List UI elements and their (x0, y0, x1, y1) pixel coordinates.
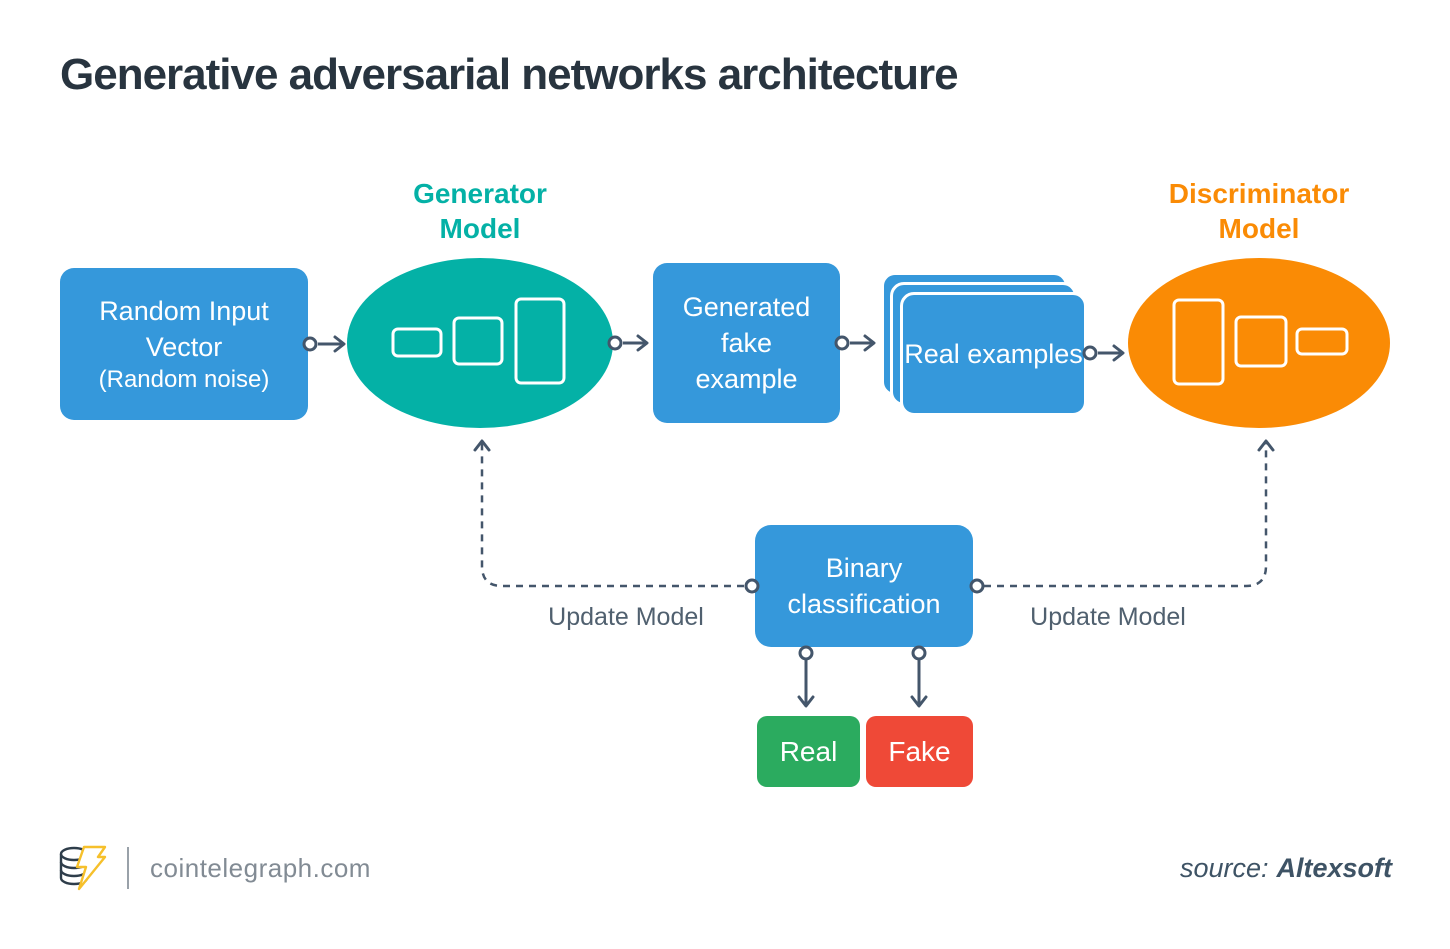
generator-ellipse (347, 258, 613, 428)
source-prefix: source: (1179, 853, 1269, 883)
discriminator-ellipse (1128, 258, 1390, 428)
dot-generator-output (607, 335, 623, 351)
generator-layer-small-rect (391, 327, 443, 358)
discriminator-layer-large-rect (1172, 298, 1225, 386)
footer-divider (127, 847, 129, 889)
generator-model-label-line1: Generator (413, 178, 547, 209)
random-noise-sublabel: (Random noise) (98, 366, 270, 393)
discriminator-model-label: Discriminator Model (1134, 176, 1384, 246)
dot-binary-bottom-right (911, 645, 927, 661)
discriminator-layer-small-rect (1295, 327, 1349, 356)
discriminator-model-label-line2: Model (1218, 213, 1300, 244)
generated-fake-example-label: Generated fake example (682, 292, 811, 394)
cointelegraph-logo-icon (59, 845, 107, 891)
generated-fake-example-box: Generated fake example (653, 263, 840, 423)
real-output-label: Real (779, 735, 838, 767)
generator-layer-medium-rect (452, 316, 504, 366)
random-input-vector-box: Random Input Vector (Random noise) (60, 268, 308, 420)
random-input-vector-label: Random Input Vector (99, 296, 269, 362)
binary-classification-label: Binary classification (787, 553, 941, 619)
real-output-box: Real (757, 716, 860, 787)
page-title: Generative adversarial networks architec… (60, 50, 959, 99)
real-examples-card-front: Real examples (900, 292, 1087, 416)
update-model-right-label: Update Model (1030, 603, 1186, 631)
generator-model-label: Generator Model (370, 176, 590, 246)
discriminator-layer-medium-rect (1234, 315, 1288, 368)
source-name: Altexsoft (1276, 853, 1392, 883)
fake-output-label: Fake (888, 735, 951, 767)
feedback-binary-to-generator-path (473, 439, 744, 588)
discriminator-model-label-line1: Discriminator (1168, 178, 1350, 209)
dot-binary-bottom-left (798, 645, 814, 661)
generator-model-label-line2: Model (439, 213, 521, 244)
footer-site-label: cointelegraph.com (150, 853, 371, 883)
generator-layer-large-rect (514, 297, 566, 385)
fake-output-box: Fake (866, 716, 973, 787)
footer-source-label: source:Altexsoft (1180, 853, 1392, 884)
binary-classification-box: Binary classification (755, 525, 973, 647)
update-model-left-label: Update Model (548, 603, 704, 631)
real-examples-label: Real examples (904, 339, 1083, 369)
feedback-binary-to-discriminator-path (984, 439, 1275, 588)
